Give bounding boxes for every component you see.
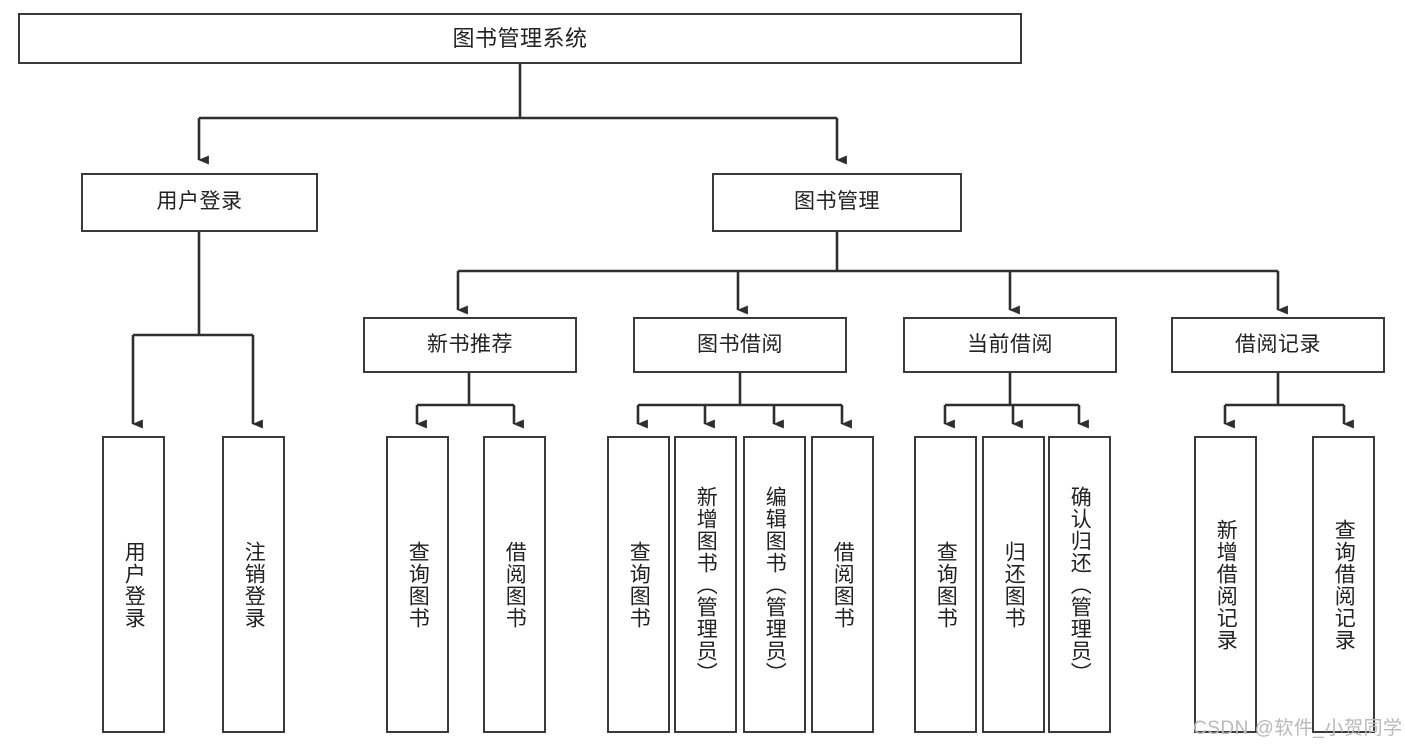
node-book-borrow[interactable]: 图书借阅 xyxy=(633,317,847,373)
leaf-newbook-query-book[interactable]: 查询图书 xyxy=(386,436,449,733)
leaf-logout[interactable]: 注销登录 xyxy=(222,436,285,733)
node-label: 确认归还（管理员） xyxy=(1068,485,1092,684)
node-label: 查询图书 xyxy=(406,540,430,629)
node-label: 归还图书 xyxy=(1002,540,1026,629)
node-label: 新增借阅记录 xyxy=(1214,518,1238,651)
node-book-management[interactable]: 图书管理 xyxy=(712,173,962,232)
node-label: 图书借阅 xyxy=(697,332,783,356)
node-label: 新书推荐 xyxy=(427,332,513,356)
node-label: 借阅图书 xyxy=(503,540,527,629)
node-label: 用户登录 xyxy=(156,190,243,214)
node-root-system[interactable]: 图书管理系统 xyxy=(18,13,1022,64)
leaf-borrow-query-book[interactable]: 查询图书 xyxy=(607,436,670,733)
node-label: 用户登录 xyxy=(122,540,146,629)
leaf-record-add-record[interactable]: 新增借阅记录 xyxy=(1194,436,1257,733)
csdn-watermark: CSDN @软件_小贺同学 xyxy=(1193,718,1403,739)
node-user-login[interactable]: 用户登录 xyxy=(81,173,318,232)
node-label: 注销登录 xyxy=(242,540,266,629)
node-label: 借阅记录 xyxy=(1235,332,1321,356)
leaf-user-login[interactable]: 用户登录 xyxy=(102,436,165,733)
leaf-newbook-borrow-book[interactable]: 借阅图书 xyxy=(483,436,546,733)
leaf-record-query-record[interactable]: 查询借阅记录 xyxy=(1312,436,1375,733)
node-label: 当前借阅 xyxy=(967,332,1053,356)
leaf-borrow-add-book-admin[interactable]: 新增图书（管理员） xyxy=(674,436,737,733)
node-new-book-recommend[interactable]: 新书推荐 xyxy=(363,317,577,373)
leaf-current-return-book[interactable]: 归还图书 xyxy=(982,436,1045,733)
node-label: 查询图书 xyxy=(627,540,651,629)
node-current-borrow[interactable]: 当前借阅 xyxy=(903,317,1117,373)
node-label: 新增图书（管理员） xyxy=(694,485,718,684)
node-borrow-record[interactable]: 借阅记录 xyxy=(1171,317,1385,373)
node-label: 查询图书 xyxy=(934,540,958,629)
node-label: 查询借阅记录 xyxy=(1332,518,1356,651)
node-label: 借阅图书 xyxy=(831,540,855,629)
leaf-current-confirm-return-admin[interactable]: 确认归还（管理员） xyxy=(1048,436,1111,733)
node-label: 图书管理 xyxy=(794,190,880,214)
leaf-borrow-borrow-book[interactable]: 借阅图书 xyxy=(811,436,874,733)
node-label: 图书管理系统 xyxy=(452,25,588,51)
leaf-current-query-book[interactable]: 查询图书 xyxy=(914,436,977,733)
node-label: 编辑图书（管理员） xyxy=(763,485,787,684)
leaf-borrow-edit-book-admin[interactable]: 编辑图书（管理员） xyxy=(743,436,806,733)
